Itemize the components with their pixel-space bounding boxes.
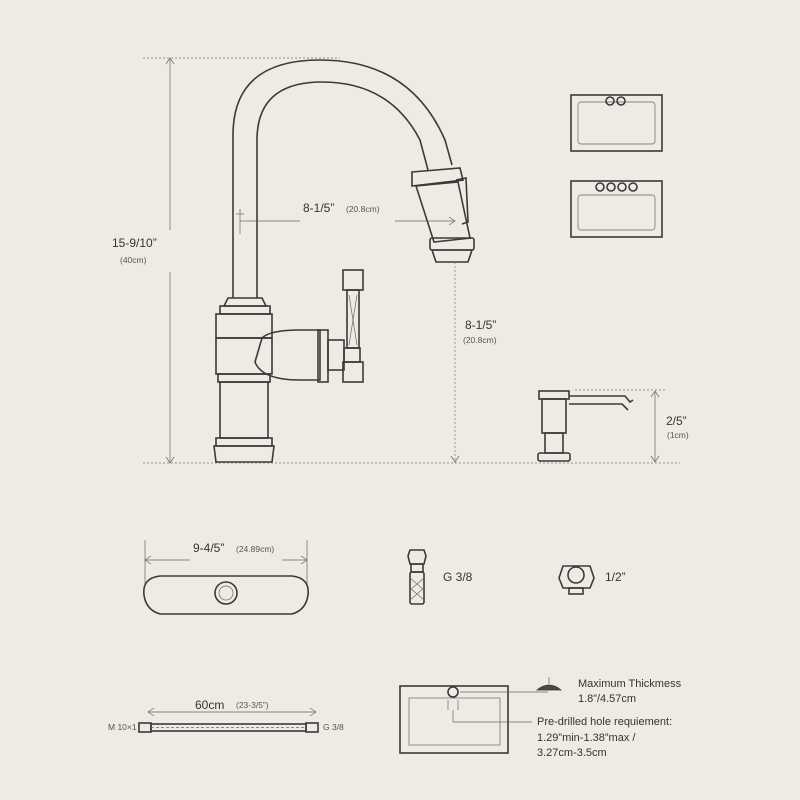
hose-thread-label: G 3/8 xyxy=(443,570,473,584)
adapter-nut-drawing xyxy=(558,565,595,595)
deck-plate-width-label: 9-4/5” xyxy=(193,541,225,555)
hole-requirement-imperial: 1.29”min-1.38”max / xyxy=(537,732,636,744)
adapter-size-label: 1/2” xyxy=(605,570,626,584)
soap-height-metric: (1cm) xyxy=(667,430,689,440)
max-thickness-title: Maximum Thickmess xyxy=(578,678,682,690)
faucet-height-metric: (40cm) xyxy=(120,255,147,265)
faucet-height-dimension xyxy=(143,57,680,464)
hose-connector-drawing xyxy=(407,549,427,605)
supply-hose-drawing xyxy=(138,707,319,733)
reach-metric: (20.8cm) xyxy=(346,204,380,214)
spout-height-metric: (20.8cm) xyxy=(463,335,497,345)
sink-hole-diagram-4 xyxy=(570,180,663,238)
spout-height-label: 8-1/5” xyxy=(465,318,497,332)
soap-dispenser-drawing xyxy=(537,389,665,463)
faucet-height-label: 15-9/10” xyxy=(112,236,157,250)
hose-length-imperial: (23-3/5”) xyxy=(236,700,269,710)
hose-right-thread: G 3/8 xyxy=(323,722,344,732)
hole-requirement-metric: 3.27cm-3.5cm xyxy=(537,747,607,759)
spout-height-dimension xyxy=(450,262,460,463)
deck-plate-drawing xyxy=(143,540,309,615)
reach-label: 8-1/5” xyxy=(303,201,335,215)
hose-left-thread: M 10×1 xyxy=(108,722,137,732)
hole-requirement-title: Pre-drilled hole requiement: xyxy=(537,716,673,728)
faucet-drawing xyxy=(213,59,475,463)
deck-plate-width-metric: (24.89cm) xyxy=(236,544,275,554)
soap-height-label: 2/5” xyxy=(666,414,687,428)
sink-hole-diagram-2 xyxy=(570,94,663,152)
reach-dimension xyxy=(236,209,456,234)
hose-length-label: 60cm xyxy=(195,698,225,712)
max-thickness-value: 1.8”/4.57cm xyxy=(578,693,637,705)
sink-install-drawing xyxy=(399,677,563,754)
